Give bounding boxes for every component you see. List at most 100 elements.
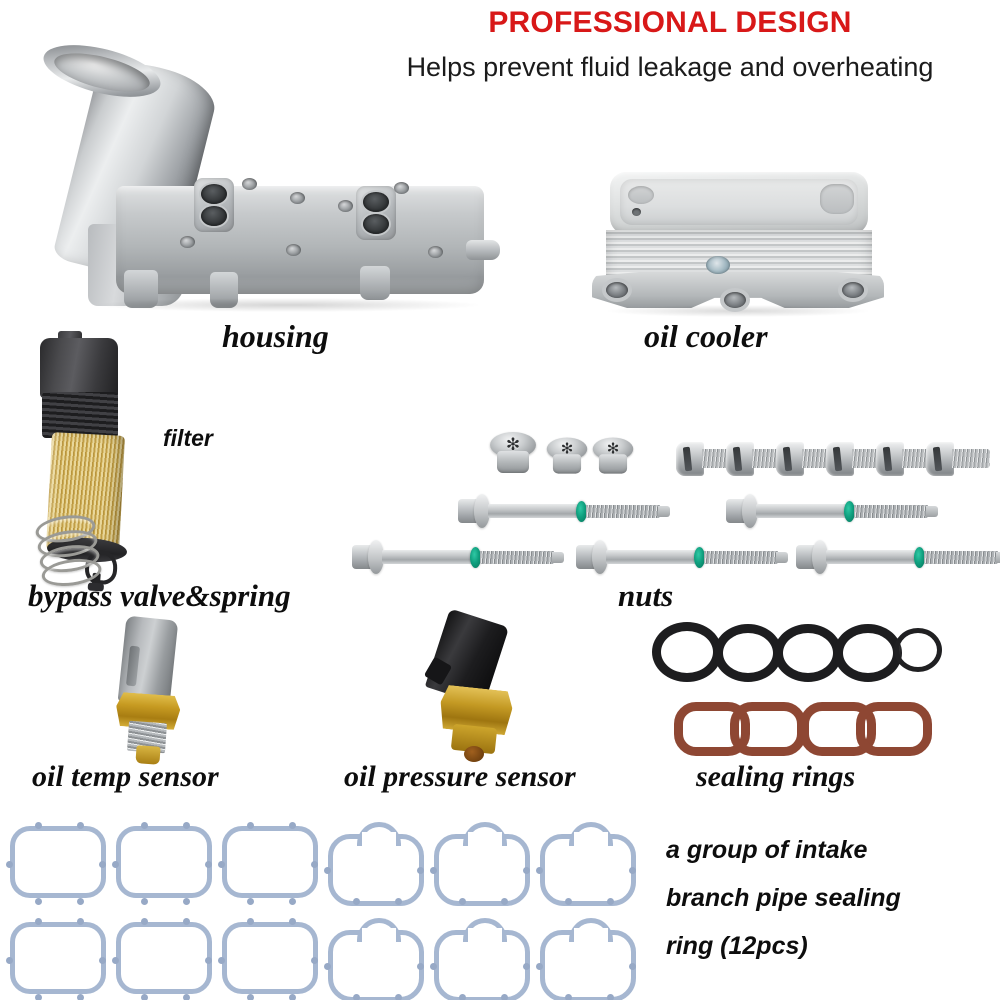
intake-gasket-bumped [324,918,424,1000]
torx-star-icon: ✻ [560,440,574,457]
bolt-tip [658,506,670,517]
pressure-sensor-tip [464,746,484,762]
bolt-smooth-shank [606,550,698,564]
housing-bolt-hole [242,178,257,190]
pan-screw-shank [952,449,990,468]
housing-port-right [356,186,396,240]
intake-gasket-bumped [324,822,424,906]
oil-cooler-mount-hole-center [724,292,746,308]
bolt-flange [368,540,384,574]
housing-foot-mid [210,272,238,308]
sealing-rings-part-image [648,618,942,756]
housing-port-bore-lower [201,206,227,226]
intake-gasket [6,918,106,1000]
bolt-tip [996,552,1000,563]
housing-port-bore-lower-2 [363,214,389,234]
bolt-teal-washer [914,547,925,568]
housing-bolt-hole [338,200,353,212]
label-sealing-rings: sealing rings [696,760,856,793]
oval-gasket [800,702,876,756]
intake-gasket-bumped [536,918,636,1000]
label-oil-temp-sensor: oil temp sensor [32,760,219,793]
torx-nut-collar [497,451,529,473]
torx-nut: ✻ [490,432,536,474]
bolt-tip [926,506,938,517]
o-ring-small [894,628,942,672]
oval-gasket [730,702,806,756]
bolt-threads [924,551,998,564]
oil-cooler-plug [706,256,730,274]
o-ring [714,624,782,682]
intake-gaskets-part-image [4,820,644,1000]
intake-gasket [112,822,212,905]
oil-cooler-dimple-right [820,184,854,214]
oil-cooler-part-image [588,172,888,317]
bolt-flange [742,494,758,528]
intake-gasket-bumped [430,918,530,1000]
bolt-tip [552,552,564,563]
intake-gasket-bumped [430,822,530,906]
intake-gasket [112,918,212,1000]
bolt-threads [704,551,778,564]
oil-cooler-drop-shadow [608,305,868,317]
bolt-flange [592,540,608,574]
bolt-smooth-shank [756,504,848,518]
oval-gasket [856,702,932,756]
housing-bolt-hole [394,182,409,194]
label-oil-cooler: oil cooler [644,318,768,354]
bolt-threads [586,505,660,518]
bolt-flange [812,540,828,574]
oil-cooler-dimple-left [628,186,654,204]
torx-star-icon: ✻ [505,435,521,454]
bolt-flange [474,494,490,528]
long-bolt [796,540,1000,574]
intake-gasket [218,918,318,1000]
torx-nut: ✻ [546,437,588,475]
oil-cooler-mount-hole-right [842,282,864,298]
fasteners-part-image: ✻ ✻ ✻ [352,432,1000,574]
o-ring [652,622,722,682]
housing-outlet-nipple [466,240,500,260]
torx-nut-collar [598,454,628,474]
housing-foot-left [124,270,158,308]
label-housing: housing [222,318,329,354]
housing-port-left [194,178,234,232]
bolt-threads [854,505,928,518]
oil-cooler-mount-hole-left [606,282,628,298]
bolt-teal-washer [576,501,587,522]
housing-bolt-hole [286,244,301,256]
intake-gasket-bumped [536,822,636,906]
pan-screw [926,442,990,476]
bolt-tip [776,552,788,563]
o-ring [774,624,842,682]
bolt-teal-washer [844,501,855,522]
housing-part-image [28,35,500,313]
bolt-smooth-shank [488,504,580,518]
o-ring [834,624,902,682]
filter-part-image [28,331,208,592]
oil-pressure-sensor-part-image [423,608,554,766]
housing-bolt-hole [290,192,305,204]
bolt-teal-washer [470,547,481,568]
page-title: PROFESSIONAL DESIGN [488,6,852,39]
page-subtitle: Helps prevent fluid leakage and overheat… [406,52,934,82]
housing-port-bore-upper-2 [363,192,389,212]
housing-bolt-hole [180,236,195,248]
intake-gasket [218,822,318,905]
housing-drop-shadow [98,298,478,312]
bolt-teal-washer [694,547,705,568]
oval-gasket [674,702,750,756]
intake-gasket [6,822,106,905]
long-bolt [352,540,566,574]
label-intake-line3: ring (12pcs) [666,932,808,960]
long-bolt [458,494,672,528]
housing-body [116,186,484,294]
torx-nut-collar [552,454,582,474]
bolt-threads [480,551,554,564]
filter-cap-threads [42,392,118,438]
label-nuts: nuts [618,578,674,613]
long-bolt [726,494,940,528]
label-filter: filter [163,425,213,451]
housing-port-bore-upper [201,184,227,204]
